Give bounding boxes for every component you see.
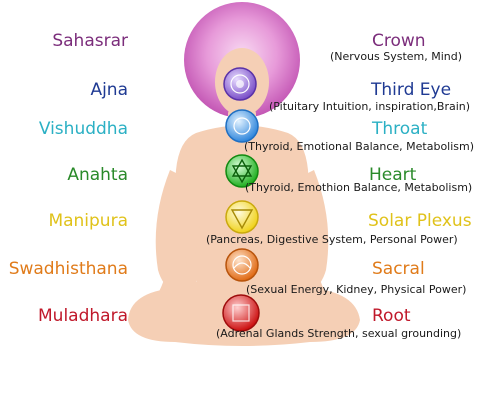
desc-solar-plexus: (Pancreas, Digestive System, Personal Po…	[206, 233, 458, 246]
desc-heart: (Thyroid, Emothion Balance, Metabolism)	[245, 181, 473, 194]
desc-crown: (Nervous System, Mind)	[330, 50, 463, 63]
label-ajna: Ajna	[90, 80, 128, 100]
label-muladhara: Muladhara	[38, 306, 128, 326]
label-vishuddha: Vishuddha	[38, 119, 128, 139]
desc-sacral: (Sexual Energy, Kidney, Physical Power)	[246, 283, 467, 296]
label-third-eye: Third Eye	[371, 80, 452, 100]
label-swadhisthana: Swadhisthana	[8, 259, 128, 279]
orb-crown-third-eye	[223, 67, 257, 101]
orb-throat	[225, 109, 259, 143]
label-throat: Throat	[372, 119, 428, 139]
label-solar-plexus: Solar Plexus	[368, 211, 472, 231]
orb-root	[222, 294, 260, 332]
orb-heart	[225, 154, 259, 188]
desc-third-eye: (Pituitary Intuition, inspiration,Brain)	[269, 100, 471, 113]
label-heart: Heart	[369, 165, 417, 185]
label-crown: Crown	[372, 31, 426, 51]
label-sacral: Sacral	[372, 259, 425, 279]
orb-sacral	[225, 248, 259, 282]
label-sahasrar: Sahasrar	[52, 31, 128, 51]
label-manipura: Manipura	[48, 211, 128, 231]
orb-solar-plexus	[225, 200, 259, 234]
desc-root: (Adrenal Glands Strength, sexual groundi…	[216, 327, 462, 340]
label-anahta: Anahta	[67, 165, 128, 185]
desc-throat: (Thyroid, Emotional Balance, Metabolism)	[244, 140, 475, 153]
label-root: Root	[372, 306, 411, 326]
